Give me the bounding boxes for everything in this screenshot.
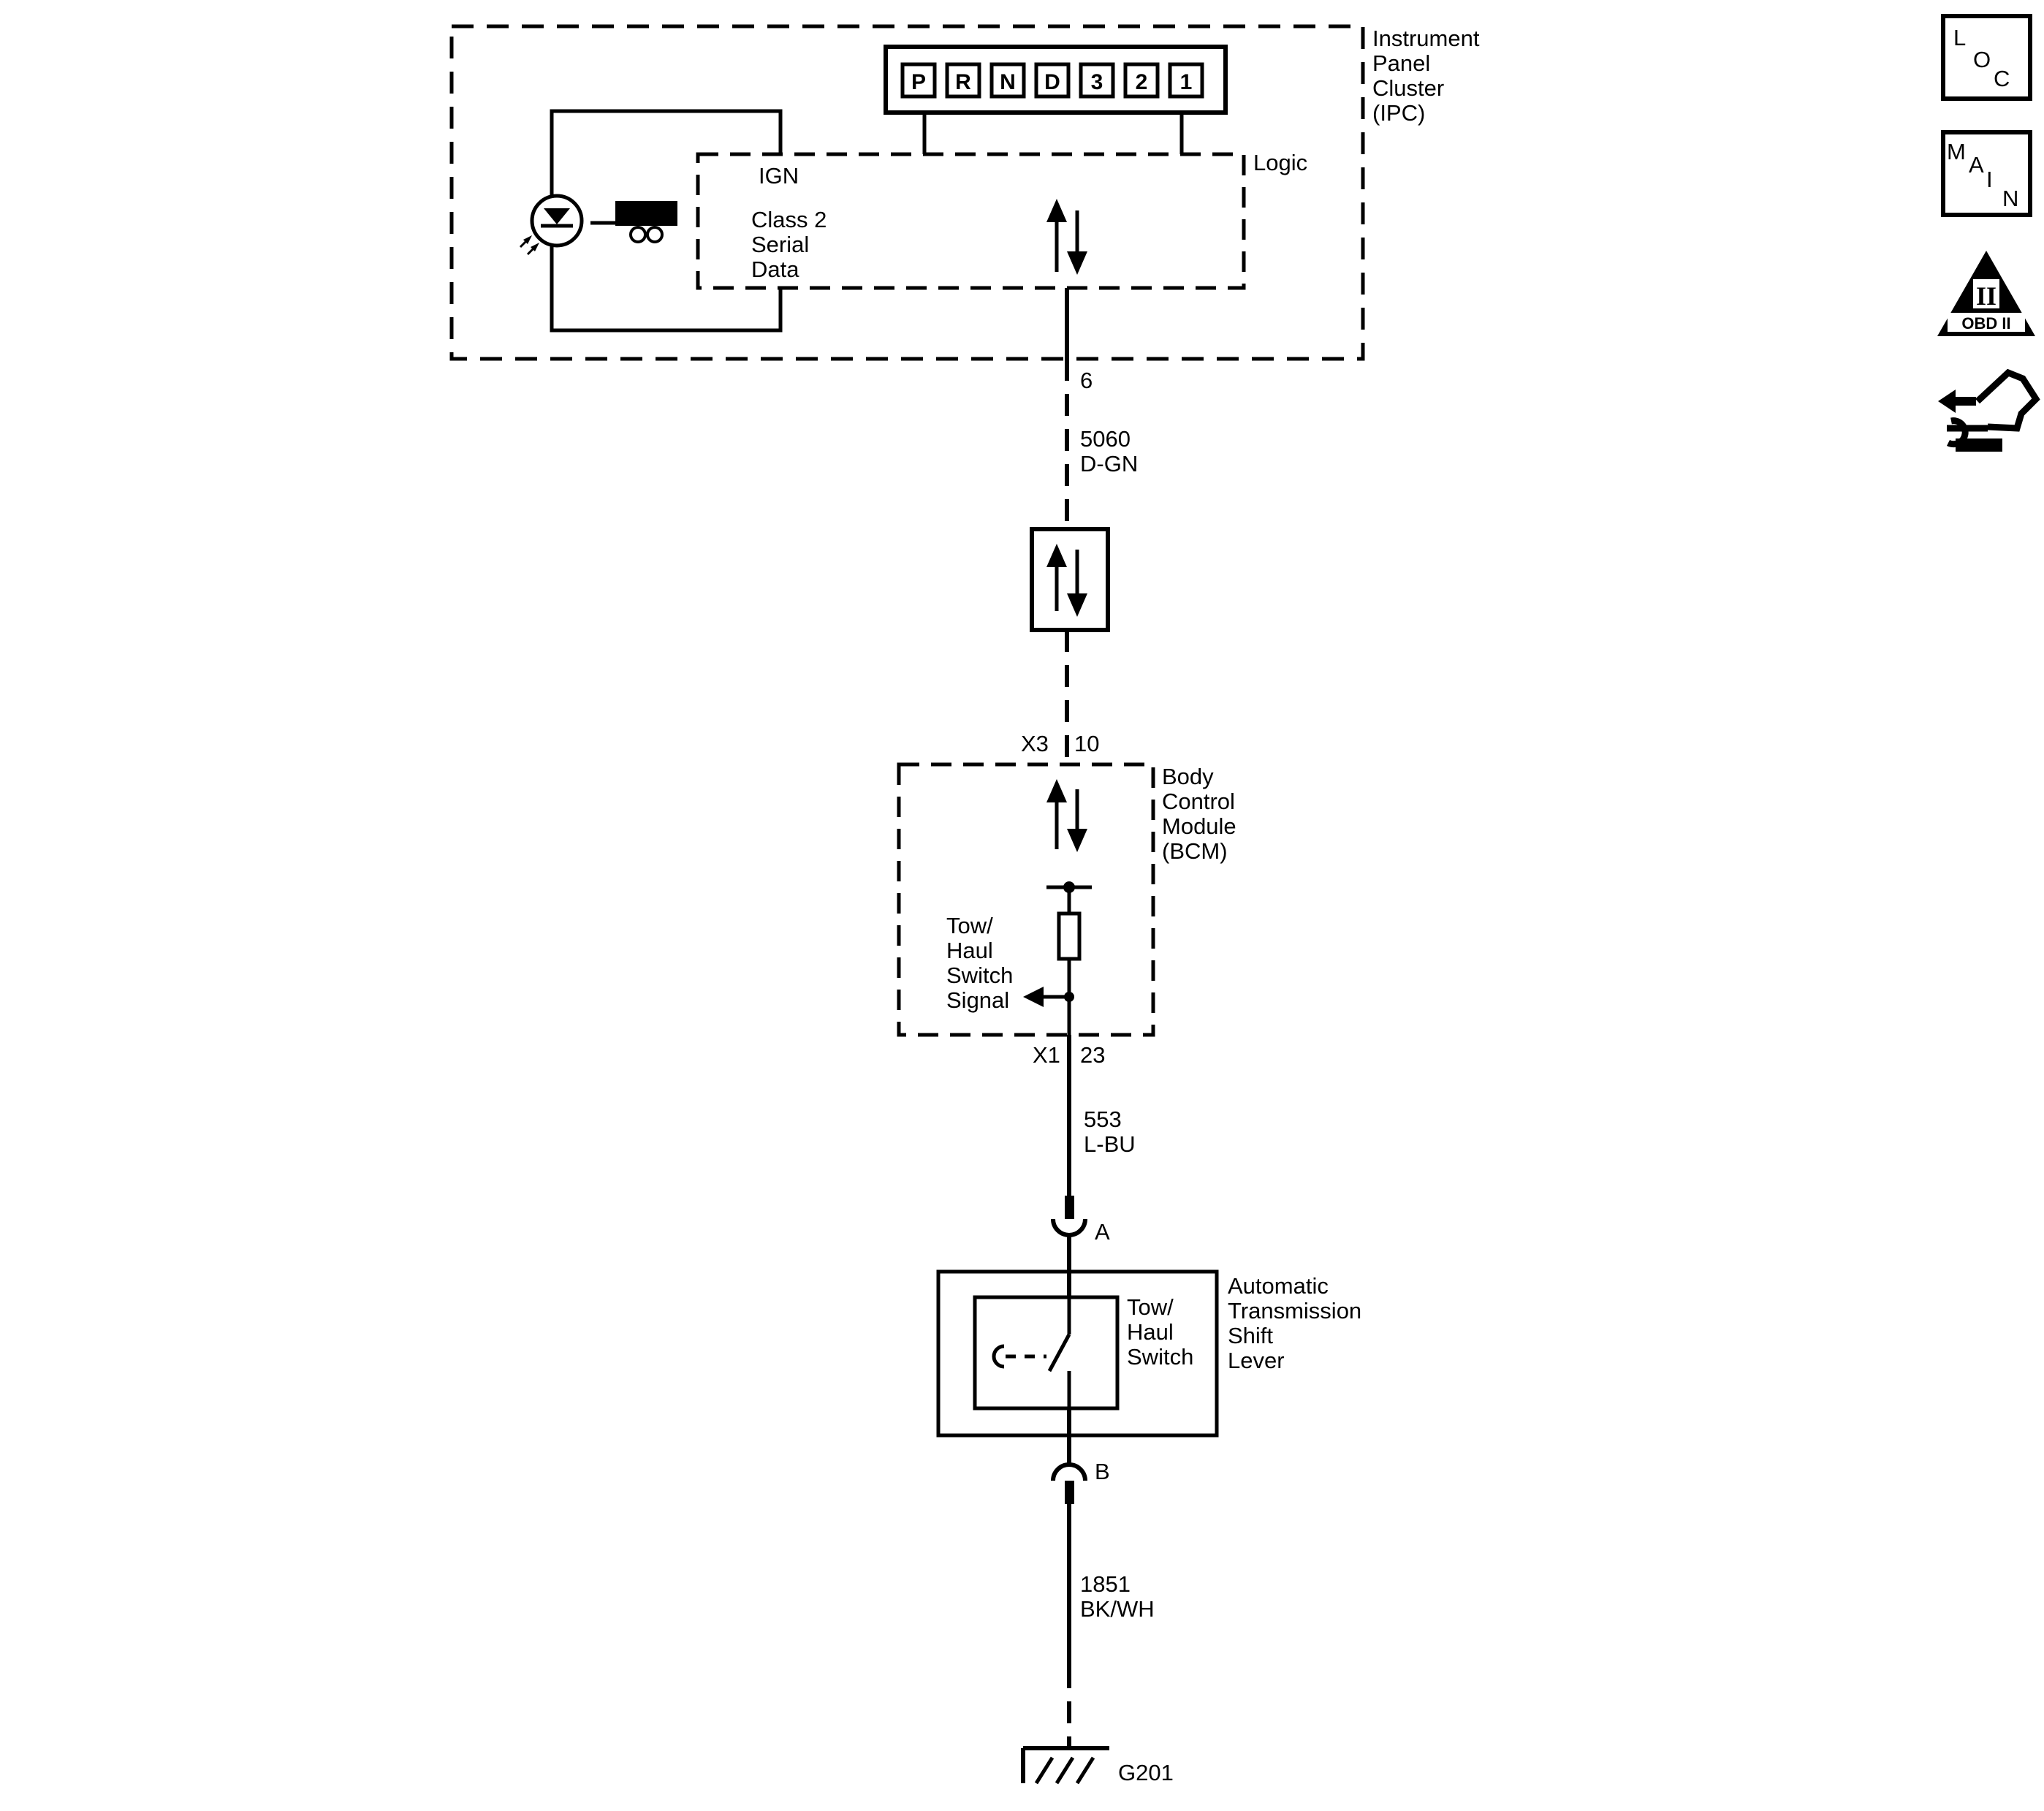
svg-text:O: O [1973, 47, 1991, 72]
svg-text:M: M [1947, 139, 1966, 164]
svg-text:1: 1 [1180, 70, 1193, 94]
ign-label: IGN [759, 163, 799, 189]
svg-text:P: P [911, 70, 926, 94]
svg-text:N: N [2002, 186, 2018, 211]
switch-label-line-1: Tow/ [1127, 1294, 1174, 1320]
obd-ii-icon[interactable]: II OBD II [1937, 251, 2035, 336]
svg-text:2: 2 [1136, 70, 1148, 94]
shift-lever-name-line-2: Transmission [1228, 1298, 1361, 1324]
svg-text:N: N [1000, 70, 1016, 94]
loc-icon[interactable]: L O C [1941, 14, 2032, 101]
shift-lever-component: Tow/ Haul Switch Automatic Transmission … [936, 1269, 1361, 1438]
class-2-serial-data-icon [1030, 527, 1110, 632]
logic-block [696, 152, 1246, 290]
ipc-boundary [449, 24, 1365, 361]
bcm-boundary [897, 762, 1155, 1037]
svg-text:I: I [1986, 167, 1993, 192]
ground-wire-circuit: 1851 [1080, 1571, 1131, 1597]
ground-wire-color: BK/WH [1080, 1596, 1155, 1622]
svg-text:L: L [1953, 25, 1966, 50]
ground-icon [1021, 1746, 1109, 1785]
serial-data-arrows-icon [1046, 199, 1087, 275]
tow-haul-switch-icon [992, 1298, 1071, 1409]
connector-b-icon [1051, 1409, 1087, 1504]
svg-text:C: C [1994, 66, 2010, 91]
signal-wire-circuit: 553 [1084, 1106, 1122, 1132]
tow-haul-switch-outline [973, 1295, 1120, 1411]
shift-lever-name-line-1: Automatic [1228, 1273, 1329, 1299]
gear-indicator-r: R [945, 62, 981, 99]
ipc-pin-number: 6 [1080, 368, 1093, 393]
gear-indicator-2: 2 [1123, 62, 1160, 99]
svg-text:OBD II: OBD II [1961, 314, 2010, 333]
bcm-pin-10: 10 [1074, 731, 1099, 756]
bcm-name-line-1: Body [1162, 764, 1214, 789]
connector-b-label: B [1095, 1459, 1110, 1484]
serial-data-line-1: Class 2 [751, 207, 827, 232]
ipc-module: Instrument Panel Cluster (IPC) P R N D [449, 24, 1480, 361]
tow-haul-indicator-lamp [519, 109, 783, 333]
bcm-module: X3 10 Body Control Module (BCM) Tow/ Hau… [897, 731, 1236, 1068]
ipc-name-line-4: (IPC) [1372, 100, 1425, 126]
signal-label-line-4: Signal [946, 987, 1009, 1013]
bcm-serial-data-arrows-icon [1046, 779, 1087, 852]
svg-text:3: 3 [1091, 70, 1103, 94]
bcm-connector-x3: X3 [1021, 731, 1049, 756]
switch-label-line-2: Haul [1127, 1319, 1174, 1345]
signal-label-line-2: Haul [946, 938, 993, 963]
ground-label: G201 [1118, 1760, 1174, 1785]
led-icon [519, 194, 584, 256]
shift-lever-name-line-4: Lever [1228, 1348, 1285, 1373]
gear-indicator-3: 3 [1079, 62, 1115, 99]
gear-indicator-n: N [989, 62, 1026, 99]
main-icon[interactable]: M A I N [1941, 130, 2032, 217]
shift-lever-outline [936, 1269, 1219, 1438]
svg-text:II: II [1976, 281, 1996, 311]
bcm-pin-23: 23 [1080, 1042, 1105, 1068]
gear-indicator-p: P [900, 62, 937, 99]
shift-lever-name-line-3: Shift [1228, 1323, 1273, 1348]
svg-text:A: A [1969, 152, 1984, 178]
bcm-connector-x1: X1 [1033, 1042, 1060, 1068]
svg-text:R: R [955, 70, 971, 94]
ipc-name-line-3: Cluster [1372, 75, 1444, 101]
gear-indicator-d: D [1034, 62, 1071, 99]
gear-indicator-1: 1 [1168, 62, 1204, 99]
signal-label-line-3: Switch [946, 963, 1013, 988]
connector-a-icon [1051, 1196, 1087, 1298]
switch-label-line-3: Switch [1127, 1344, 1193, 1370]
pull-up-resistor-icon [1023, 881, 1092, 1035]
gear-indicator-display: P R N D 3 2 1 [884, 45, 1228, 154]
diagnostic-connector-icon[interactable] [1938, 368, 2040, 452]
serial-wire-color: D-GN [1080, 451, 1138, 477]
serial-data-line-3: Data [751, 257, 799, 282]
ipc-name-line-1: Instrument [1372, 26, 1480, 51]
bcm-name-line-2: Control [1162, 789, 1235, 814]
bcm-name-line-3: Module [1162, 813, 1236, 839]
trailer-icon [590, 201, 677, 243]
logic-label: Logic [1253, 150, 1307, 175]
ipc-name-line-2: Panel [1372, 50, 1430, 76]
svg-text:D: D [1044, 70, 1060, 94]
bcm-name-line-4: (BCM) [1162, 838, 1228, 864]
connector-a-label: A [1095, 1219, 1110, 1245]
signal-label-line-1: Tow/ [946, 913, 993, 938]
serial-data-line-2: Serial [751, 232, 809, 257]
serial-wire-circuit: 5060 [1080, 426, 1131, 452]
signal-wire-color: L-BU [1084, 1131, 1136, 1157]
